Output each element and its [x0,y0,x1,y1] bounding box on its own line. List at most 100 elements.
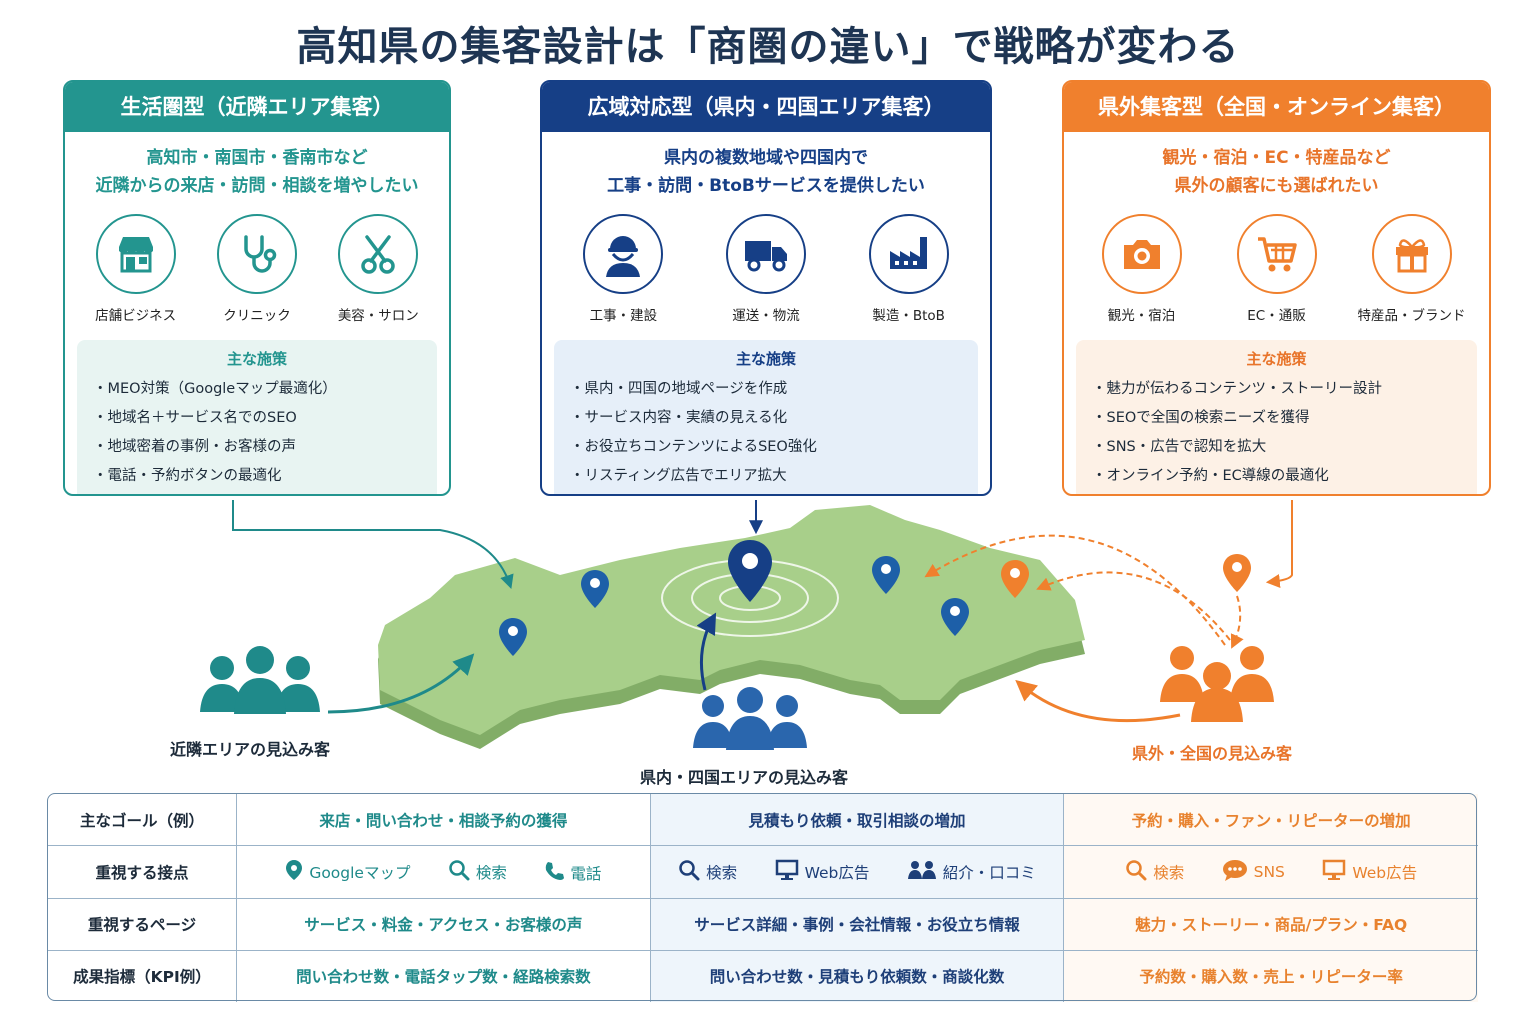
factory-icon [868,214,949,294]
table-cell: 検索 Web広告 紹介・口コミ [650,846,1065,899]
measure-item: ・お役立ちコンテンツによるSEO強化 [570,439,817,455]
table-cell: サービス・料金・アクセス・お客様の声 [237,898,651,951]
touchpoint-label: Web広告 [804,863,870,882]
phone-icon [544,861,565,885]
people-group-icon [1160,646,1274,722]
row-header: 重視するページ [48,898,237,951]
table-cell: Googleマップ 検索 電話 [237,846,651,899]
table-cell: 問い合わせ数・見積もり依頼数・商談化数 [650,950,1065,1002]
row-header: 重視する接点 [48,846,237,899]
card-local-subtitle-2: 近隣からの来店・訪問・相談を増やしたい [95,176,419,196]
monitor-icon [1322,859,1346,885]
search-icon [1125,859,1147,885]
people-icon [907,859,937,885]
measure-item: ・地域密着の事例・お客様の声 [93,439,296,455]
table-cell: 検索 SNS Web広告 [1064,846,1478,899]
touchpoint-label: 検索 [706,863,738,882]
card-local-subtitle-1: 高知市・南国市・香南市など [146,148,368,168]
touchpoint-label: Googleマップ [309,863,411,882]
icon-label: 観光・宿泊 [1107,308,1176,324]
card-regional-title: 広域対応型（県内・四国エリア集客） [542,82,990,132]
card-national-subtitle-1: 観光・宿泊・EC・特産品など [1162,148,1391,168]
search-icon [448,859,470,885]
card-national-subtitle-2: 県外の顧客にも選ばれたい [1174,176,1379,196]
table-row: 主なゴール（例） 来店・問い合わせ・相談予約の獲得 見積もり依頼・取引相談の増加… [48,794,1478,847]
table-cell: 予約・購入・ファン・リピーターの増加 [1064,794,1478,847]
icon-label: 美容・サロン [337,308,419,324]
table-cell: 見積もり依頼・取引相談の増加 [650,794,1065,847]
table-row: 重視するページ サービス・料金・アクセス・お客様の声 サービス詳細・事例・会社情… [48,898,1478,951]
people-group-icon [200,646,320,714]
touchpoint-label: 検索 [475,863,507,882]
card-local: 生活圏型（近隣エリア集客） 高知市・南国市・香南市など 近隣からの来店・訪問・相… [63,80,451,496]
icon-label: 工事・建設 [589,308,658,324]
map-pin-icon [285,859,303,885]
table-cell: 魅力・ストーリー・商品/プラン・FAQ [1064,898,1478,951]
stethoscope-icon [216,214,297,294]
page-title: 高知県の集客設計は「商圏の違い」で戦略が変わる [296,24,1240,70]
map-diagram [200,500,1293,750]
card-regional-subtitle-1: 県内の複数地域や四国内で [664,148,868,168]
measure-item: ・県内・四国の地域ページを作成 [570,381,788,397]
gift-icon [1371,214,1452,294]
measure-item: ・オンライン予約・EC導線の最適化 [1092,468,1329,484]
icon-label: 運送・物流 [732,308,800,324]
chat-icon [1222,859,1248,885]
camera-icon [1101,214,1182,294]
measure-item: ・電話・予約ボタンの最適化 [93,468,282,484]
truck-icon [725,214,806,294]
touchpoint-label: Web広告 [1352,863,1418,882]
worker-icon [583,214,664,294]
map-pin-icon [728,540,772,602]
row-header: 主なゴール（例） [48,794,237,847]
icon-label: 製造・BtoB [872,308,945,324]
measures-title: 主な施策 [1246,350,1307,368]
card-regional: 広域対応型（県内・四国エリア集客） 県内の複数地域や四国内で 工事・訪問・Bto… [540,80,992,496]
table-cell: 来店・問い合わせ・相談予約の獲得 [237,794,651,847]
icon-label: EC・通販 [1247,308,1306,324]
map-pin-icon [1223,554,1251,592]
measure-item: ・地域名＋サービス名でのSEO [93,410,297,426]
audience-national-label: 県外・全国の見込み客 [1132,744,1293,763]
table-row: 重視する接点 Googleマップ 検索 電話 検索 Web広告 紹介・口コミ 検… [48,846,1478,899]
touchpoint-label: 紹介・口コミ [942,863,1036,882]
row-header: 成果指標（KPI例） [48,950,237,1002]
map-pin-icon [941,598,969,636]
measure-item: ・リスティング広告でエリア拡大 [570,468,787,484]
table-cell: 問い合わせ数・電話タップ数・経路検索数 [237,950,651,1002]
measures-title: 主な施策 [226,350,287,368]
card-regional-subtitle-2: 工事・訪問・BtoBサービスを提供したい [607,176,925,196]
card-local-title: 生活圏型（近隣エリア集客） [65,82,449,132]
search-icon [678,859,700,885]
map-pin-icon [581,570,609,608]
card-national: 県外集客型（全国・オンライン集客） 観光・宿泊・EC・特産品など 県外の顧客にも… [1062,80,1491,496]
touchpoint-label: 検索 [1153,863,1185,882]
measures-box: 主な施策 ・MEO対策（Googleマップ最適化） ・地域名＋サービス名でのSE… [77,340,437,494]
icon-label: クリニック [223,308,291,324]
measures-box: 主な施策 ・県内・四国の地域ページを作成 ・サービス内容・実績の見える化 ・お役… [554,340,978,494]
icon-label: 特産品・ブランド [1357,308,1466,324]
measure-item: ・MEO対策（Googleマップ最適化） [93,381,337,397]
icon-label: 店舗ビジネス [95,308,177,324]
map-pin-icon [499,618,527,656]
monitor-icon [775,859,799,885]
map-pin-icon [1001,560,1029,598]
touchpoint-label: SNS [1253,862,1285,881]
measures-box: 主な施策 ・魅力が伝わるコンテンツ・ストーリー設計 ・SEOで全国の検索ニーズを… [1076,340,1477,494]
store-icon [95,214,176,294]
touchpoint-label: 電話 [570,864,602,883]
audience-local-label: 近隣エリアの見込み客 [170,740,331,759]
table-cell: サービス詳細・事例・会社情報・お役立ち情報 [650,898,1065,951]
cart-icon [1236,214,1317,294]
measure-item: ・SEOで全国の検索ニーズを獲得 [1092,410,1310,426]
measure-item: ・SNS・広告で認知を拡大 [1092,439,1267,455]
measures-title: 主な施策 [735,350,796,368]
card-national-title: 県外集客型（全国・オンライン集客） [1064,82,1489,132]
table-row: 成果指標（KPI例） 問い合わせ数・電話タップ数・経路検索数 問い合わせ数・見積… [48,950,1478,1002]
audience-regional-label: 県内・四国エリアの見込み客 [640,768,849,787]
map-pin-icon [872,556,900,594]
scissors-icon [338,214,419,294]
people-group-icon [693,687,807,750]
measure-item: ・サービス内容・実績の見える化 [570,410,788,426]
table-cell: 予約数・購入数・売上・リピーター率 [1064,950,1478,1002]
